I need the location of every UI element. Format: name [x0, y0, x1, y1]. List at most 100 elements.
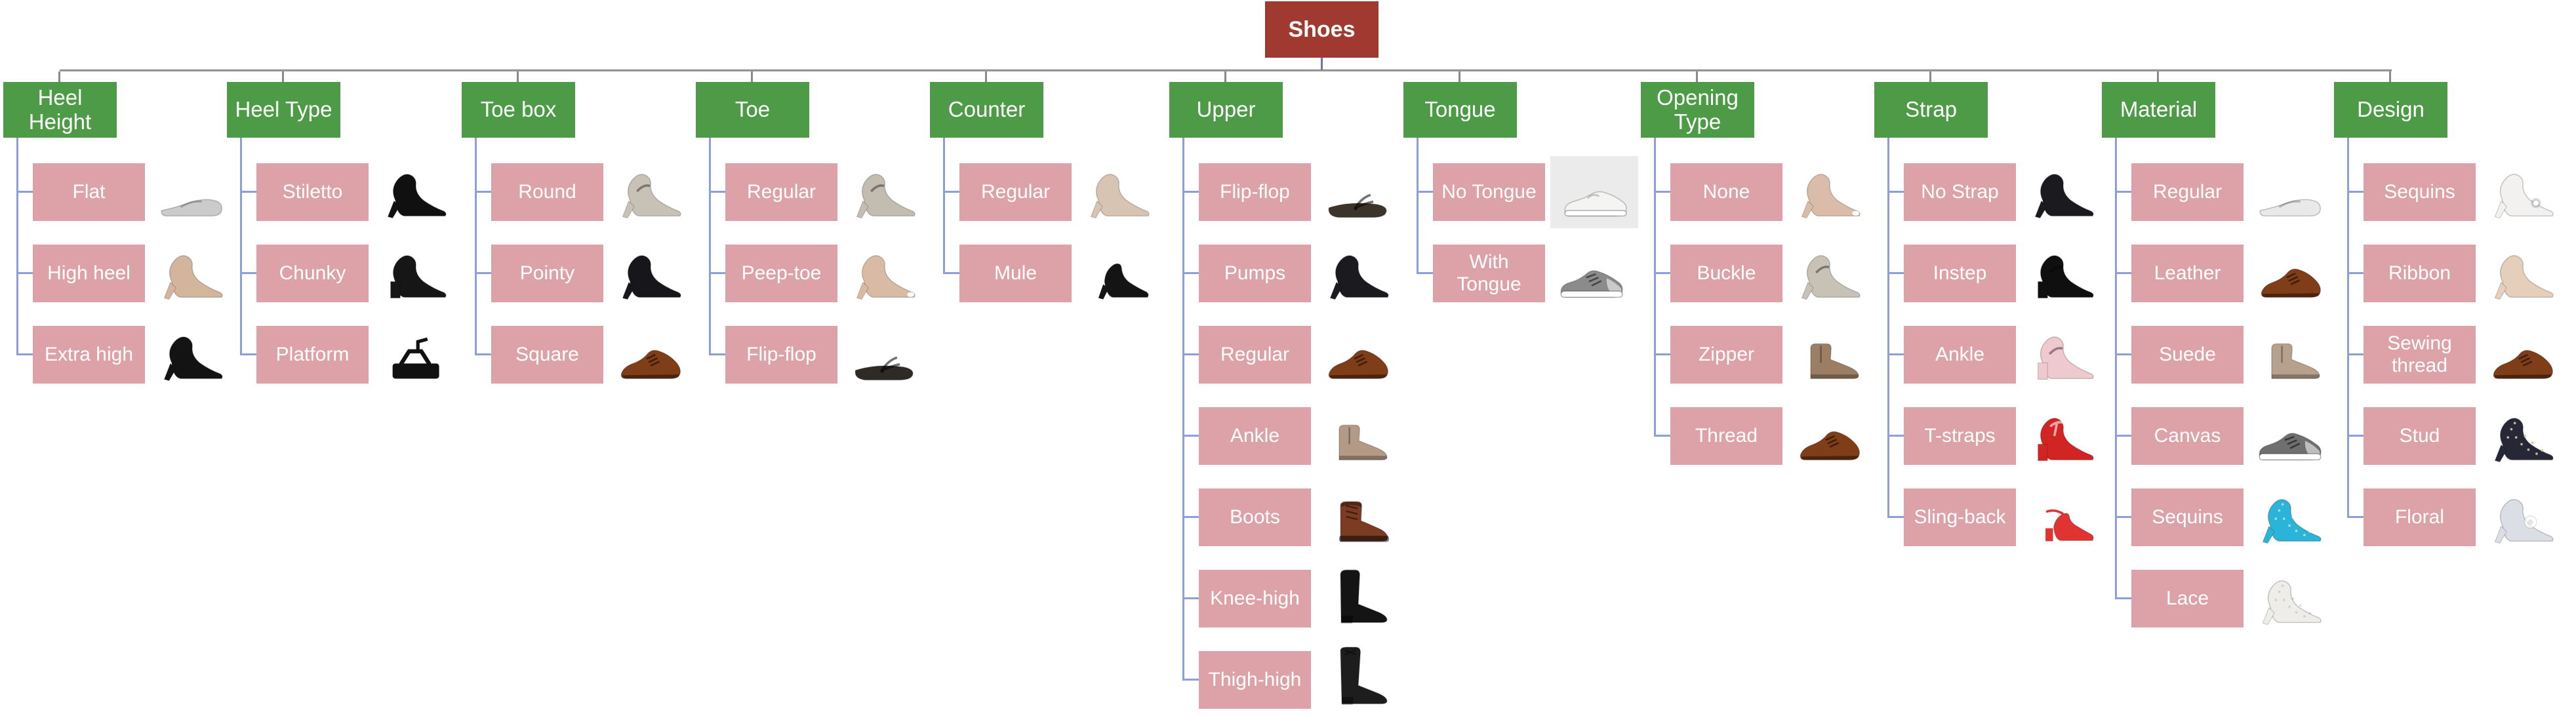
item-node-material-lace[interactable]: Lace — [2131, 570, 2244, 627]
ankle-boot-icon — [2249, 319, 2329, 391]
item-connector — [1887, 353, 1904, 355]
item-node-material-canvas[interactable]: Canvas — [2131, 407, 2244, 465]
item-node-material-regular[interactable]: Regular — [2131, 163, 2244, 221]
item-node-toe-box-round[interactable]: Round — [491, 163, 603, 221]
item-node-material-leather[interactable]: Leather — [2131, 245, 2244, 302]
category-node-material[interactable]: Material — [2102, 82, 2215, 138]
item-node-strap-instep[interactable]: Instep — [1904, 245, 2016, 302]
item-label: T-straps — [1924, 425, 1996, 447]
item-node-upper-knee-high[interactable]: Knee-high — [1199, 570, 1311, 627]
item-node-design-floral[interactable]: Floral — [2364, 488, 2476, 546]
item-node-toe-peep-toe[interactable]: Peep-toe — [725, 245, 837, 302]
item-node-upper-regular[interactable]: Regular — [1199, 326, 1311, 384]
category-node-heel-type[interactable]: Heel Type — [227, 82, 340, 138]
sneaker-icon — [1550, 237, 1630, 309]
item-node-heel-type-platform[interactable]: Platform — [256, 326, 369, 384]
stiletto-pump-icon — [150, 319, 230, 391]
item-connector — [240, 191, 256, 193]
item-connector — [2115, 353, 2131, 355]
item-label: Sewing thread — [2387, 332, 2452, 376]
category-node-heel-height[interactable]: Heel Height — [3, 82, 117, 138]
item-node-strap-t-straps[interactable]: T-straps — [1904, 407, 2016, 465]
category-node-opening-type[interactable]: Opening Type — [1641, 82, 1754, 138]
item-node-heel-height-extra-high[interactable]: Extra high — [33, 326, 145, 384]
item-node-upper-pumps[interactable]: Pumps — [1199, 245, 1311, 302]
item-node-opening-type-zipper[interactable]: Zipper — [1670, 326, 1782, 384]
item-node-design-stud[interactable]: Stud — [2364, 407, 2476, 465]
item-node-toe-flip-flop[interactable]: Flip-flop — [725, 326, 837, 384]
work-boot-icon — [1316, 481, 1396, 553]
sneaker-icon — [2249, 400, 2329, 472]
category-node-design[interactable]: Design — [2334, 82, 2447, 138]
pointed-pump-icon — [609, 237, 689, 309]
item-node-opening-type-thread[interactable]: Thread — [1670, 407, 1782, 465]
item-node-heel-type-chunky[interactable]: Chunky — [256, 245, 369, 302]
item-node-design-ribbon[interactable]: Ribbon — [2364, 245, 2476, 302]
item-node-material-sequins[interactable]: Sequins — [2131, 488, 2244, 546]
category-node-strap[interactable]: Strap — [1874, 82, 1988, 138]
tree-connector-line — [2347, 138, 2349, 518]
platform-sandal-icon — [374, 319, 454, 391]
item-node-design-sequins[interactable]: Sequins — [2364, 163, 2476, 221]
item-connector — [1887, 435, 1904, 437]
category-node-upper[interactable]: Upper — [1169, 82, 1283, 138]
item-label: Regular — [2152, 181, 2223, 203]
item-connector — [1654, 353, 1670, 355]
maryjane-heel-icon — [1788, 237, 1868, 309]
item-label: Mule — [994, 262, 1037, 285]
category-top-connector — [58, 71, 60, 82]
tree-connector-line — [943, 138, 945, 274]
item-node-opening-type-none[interactable]: None — [1670, 163, 1782, 221]
root-node-shoes[interactable]: Shoes — [1265, 1, 1379, 58]
item-node-counter-regular[interactable]: Regular — [959, 163, 1072, 221]
item-node-heel-height-high-heel[interactable]: High heel — [33, 245, 145, 302]
item-node-opening-type-buckle[interactable]: Buckle — [1670, 245, 1782, 302]
tree-connector-line — [709, 138, 711, 355]
item-label: Sequins — [2152, 506, 2223, 528]
tree-connector-line — [16, 138, 18, 355]
item-connector — [2347, 353, 2364, 355]
item-node-heel-height-flat[interactable]: Flat — [33, 163, 145, 221]
item-node-counter-mule[interactable]: Mule — [959, 245, 1072, 302]
item-node-strap-no-strap[interactable]: No Strap — [1904, 163, 2016, 221]
item-node-upper-boots[interactable]: Boots — [1199, 488, 1311, 546]
ribbon-flat-icon — [2481, 237, 2561, 309]
category-node-tongue[interactable]: Tongue — [1403, 82, 1517, 138]
category-top-connector — [751, 71, 753, 82]
item-connector — [1887, 191, 1904, 193]
item-label: Peep-toe — [741, 262, 822, 285]
category-label: Strap — [1905, 97, 1957, 122]
item-node-upper-ankle[interactable]: Ankle — [1199, 407, 1311, 465]
item-node-heel-type-stiletto[interactable]: Stiletto — [256, 163, 369, 221]
tree-connector-line — [240, 138, 242, 355]
item-label: Flip-flop — [746, 344, 816, 366]
brooch-pump-icon — [2481, 156, 2561, 228]
item-node-toe-box-square[interactable]: Square — [491, 326, 603, 384]
item-node-material-suede[interactable]: Suede — [2131, 326, 2244, 384]
category-node-toe-box[interactable]: Toe box — [462, 82, 575, 138]
item-node-toe-regular[interactable]: Regular — [725, 163, 837, 221]
item-node-design-sewing-thread[interactable]: Sewing thread — [2364, 326, 2476, 384]
item-connector — [2115, 435, 2131, 437]
oxford-icon — [1316, 319, 1396, 391]
category-node-toe[interactable]: Toe — [696, 82, 809, 138]
item-node-tongue-with-tongue[interactable]: With Tongue — [1433, 245, 1545, 302]
item-node-toe-box-pointy[interactable]: Pointy — [491, 245, 603, 302]
category-node-counter[interactable]: Counter — [930, 82, 1043, 138]
item-node-tongue-no-tongue[interactable]: No Tongue — [1433, 163, 1545, 221]
item-node-strap-ankle[interactable]: Ankle — [1904, 326, 2016, 384]
item-node-upper-flip-flop[interactable]: Flip-flop — [1199, 163, 1311, 221]
item-label: Boots — [1230, 506, 1280, 528]
item-label: Flat — [72, 181, 106, 203]
oxford-icon — [1788, 400, 1868, 472]
item-label: Chunky — [279, 262, 346, 285]
category-label: Material — [2120, 97, 2198, 122]
item-connector — [16, 353, 33, 355]
tree-connector-line — [1417, 138, 1419, 274]
item-label: Pointy — [519, 262, 575, 285]
oxford-icon — [2481, 319, 2561, 391]
item-node-upper-thigh-high[interactable]: Thigh-high — [1199, 651, 1311, 709]
item-node-strap-sling-back[interactable]: Sling-back — [1904, 488, 2016, 546]
category-label: Toe box — [480, 97, 557, 122]
